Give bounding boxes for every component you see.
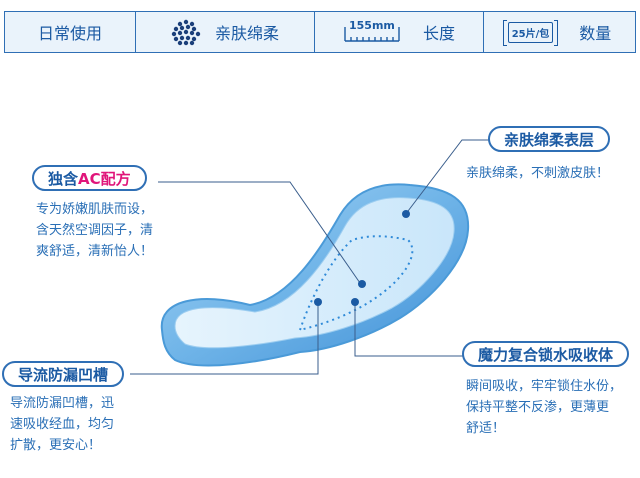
groove-desc-line: 速吸收经血，均匀 [10, 417, 115, 432]
core-title-text: 魔力复合锁水吸收体 [478, 345, 614, 364]
ac-formula-desc-line: 专为娇嫩肌肤而设， [36, 202, 154, 217]
pack-value: 25片/包 [511, 28, 550, 40]
core-desc-line: 舒适！ [466, 421, 506, 436]
pack-icon: 25片/包 [502, 19, 558, 46]
ac-formula-desc-line: 爽舒适，清新怡人！ [36, 244, 154, 259]
count-cell: 25片/包 数量 [484, 12, 635, 52]
usage-label: 日常使用 [37, 24, 102, 43]
groove-desc-line: 导流防漏凹槽，迅 [10, 396, 115, 411]
material-cell: 亲肤绵柔 [136, 12, 315, 52]
length-value: 155mm [348, 19, 395, 32]
length-cell: 155mm 长度 [315, 12, 484, 52]
ac-formula-title-prefix: 独含 [48, 169, 79, 188]
ac-formula-title-highlight: AC配方 [78, 169, 131, 188]
core-title: 魔力复合锁水吸收体 [462, 341, 630, 367]
core-desc-line: 保持平整不反渗，更薄更 [466, 400, 610, 415]
length-label: 长度 [422, 24, 455, 43]
surface-desc-line: 亲肤绵柔，不刺激皮肤！ [466, 166, 610, 181]
core-desc-line: 瞬间吸收，牢牢锁住水份， [466, 379, 623, 394]
count-label: 数量 [579, 24, 612, 43]
spec-bar: 日常使用 亲肤绵柔 155mm [4, 11, 636, 53]
ac-formula-desc: 专为娇嫩肌肤而设， 含天然空调因子，清 爽舒适，清新怡人！ [36, 199, 153, 262]
groove-title: 导流防漏凹槽 [2, 361, 125, 387]
ac-formula-desc-line: 含天然空调因子，清 [36, 223, 154, 238]
ac-formula-title: 独含 AC配方 [32, 165, 147, 191]
material-label: 亲肤绵柔 [214, 24, 279, 43]
marker-dots [314, 210, 410, 306]
groove-title-text: 导流防漏凹槽 [18, 365, 109, 384]
usage-cell: 日常使用 [5, 12, 136, 52]
surface-title: 亲肤绵柔表层 [488, 126, 611, 152]
surface-desc: 亲肤绵柔，不刺激皮肤！ [466, 163, 609, 184]
pad-shape [160, 183, 470, 367]
groove-desc-line: 扩散，更安心！ [10, 438, 102, 453]
dots-icon [171, 19, 201, 46]
core-desc: 瞬间吸收，牢牢锁住水份， 保持平整不反渗，更薄更 舒适！ [466, 376, 622, 439]
groove-desc: 导流防漏凹槽，迅 速吸收经血，均匀 扩散，更安心！ [10, 393, 114, 456]
surface-title-text: 亲肤绵柔表层 [504, 130, 595, 149]
ruler-icon: 155mm [343, 19, 401, 43]
